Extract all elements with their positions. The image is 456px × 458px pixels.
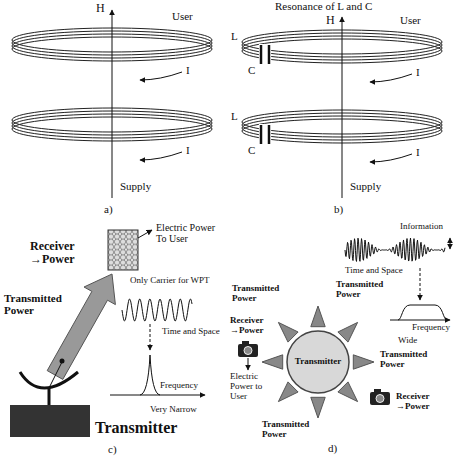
receiver-label: Receiver →Power (396, 392, 446, 412)
capacitor-gap (259, 44, 271, 66)
wide-spectrum (398, 305, 447, 320)
wave-label: Only Carrier for WPT (130, 276, 210, 286)
carrier-wave (122, 299, 192, 321)
receiver-icon (238, 344, 258, 357)
information-bracket (450, 238, 451, 249)
radiation-spike (338, 382, 358, 402)
dish-mount (48, 388, 51, 405)
modulated-wave (345, 238, 445, 261)
radiation-spike (311, 306, 325, 327)
title-note: Resonance of L and C (275, 0, 372, 12)
dish-antenna (20, 372, 78, 388)
panel-label: b) (334, 203, 343, 215)
narrow-spectrum (140, 355, 160, 395)
output-label: Electric Power to User (230, 372, 274, 402)
field-symbol: H (326, 14, 335, 27)
current-symbol: I (416, 146, 420, 158)
current-arrow (370, 154, 412, 162)
power-arrow (248, 358, 249, 370)
wave-label: Information (400, 222, 443, 232)
receiver-icon (376, 395, 384, 403)
radiation-spike (262, 355, 283, 369)
field-axis (342, 17, 343, 198)
current-arrow (140, 152, 182, 160)
capacitor-gap (259, 124, 271, 146)
current-arrow (140, 72, 182, 80)
coil-label: Supply (350, 180, 381, 192)
beam-label: Transmitted Power (232, 284, 286, 304)
current-symbol: I (186, 64, 190, 76)
transform-arrow (150, 324, 151, 350)
field-axis (112, 10, 113, 198)
transform-arrow (420, 268, 421, 300)
axis-label: Time and Space (345, 266, 403, 276)
radiation-spike (353, 355, 374, 369)
dish-feed (60, 359, 65, 364)
beam-label: Transmitted Power (336, 280, 390, 300)
coil-label: User (172, 10, 193, 22)
capacitor-plate (260, 125, 263, 144)
component-label: C (248, 144, 255, 156)
beam-label: Transmitted Power (4, 292, 66, 316)
beam-label: Transmitted Power (262, 420, 316, 440)
receiver-icon (374, 389, 381, 392)
transmitter-label: Transmitter (95, 419, 177, 437)
radiation-spike (278, 322, 298, 342)
power-arrow (138, 230, 152, 238)
beam-arrow (47, 274, 115, 379)
output-label: Electric Power To User (156, 222, 226, 244)
transmitter-circle: Transmitter (286, 330, 350, 394)
component-label: L (231, 110, 238, 122)
panel-label: d) (328, 442, 337, 454)
frequency-axis (110, 395, 205, 396)
receiver-panel (108, 230, 138, 270)
component-label: L (231, 30, 238, 42)
component-label: C (248, 64, 255, 76)
beam-label: Transmitted Power (380, 350, 434, 370)
circle-outline (287, 331, 349, 393)
radiation-spike (338, 322, 358, 342)
capacitor-plate (260, 45, 263, 64)
capacitor-plate (268, 45, 271, 64)
axis-label: Frequency (160, 381, 198, 391)
receiver-label: Receiver →Power (30, 240, 88, 266)
coil-label: Supply (120, 180, 151, 192)
spectrum-label: Wide (398, 336, 417, 346)
radiation-spike (278, 382, 298, 402)
coil-label: User (400, 14, 421, 26)
receiver-icon (244, 347, 252, 355)
current-symbol: I (416, 66, 420, 78)
receiver-icon (242, 341, 249, 344)
node-text: Transmitter (295, 357, 341, 367)
receiver-icon (370, 392, 390, 405)
axis-label: Frequency (412, 323, 450, 333)
panel-label: c) (108, 443, 117, 455)
spectrum-label: Very Narrow (150, 405, 197, 415)
radiation-spike (311, 397, 325, 418)
capacitor-plate (268, 125, 271, 144)
dish-feed (49, 362, 62, 388)
transmitter-base (10, 405, 90, 437)
current-symbol: I (186, 144, 190, 156)
axis-label: Time and Space (162, 327, 220, 337)
current-arrow (370, 74, 412, 82)
panel-label: a) (104, 203, 113, 215)
field-symbol: H (96, 2, 105, 15)
receiver-label: Receiver →Power (230, 316, 276, 336)
